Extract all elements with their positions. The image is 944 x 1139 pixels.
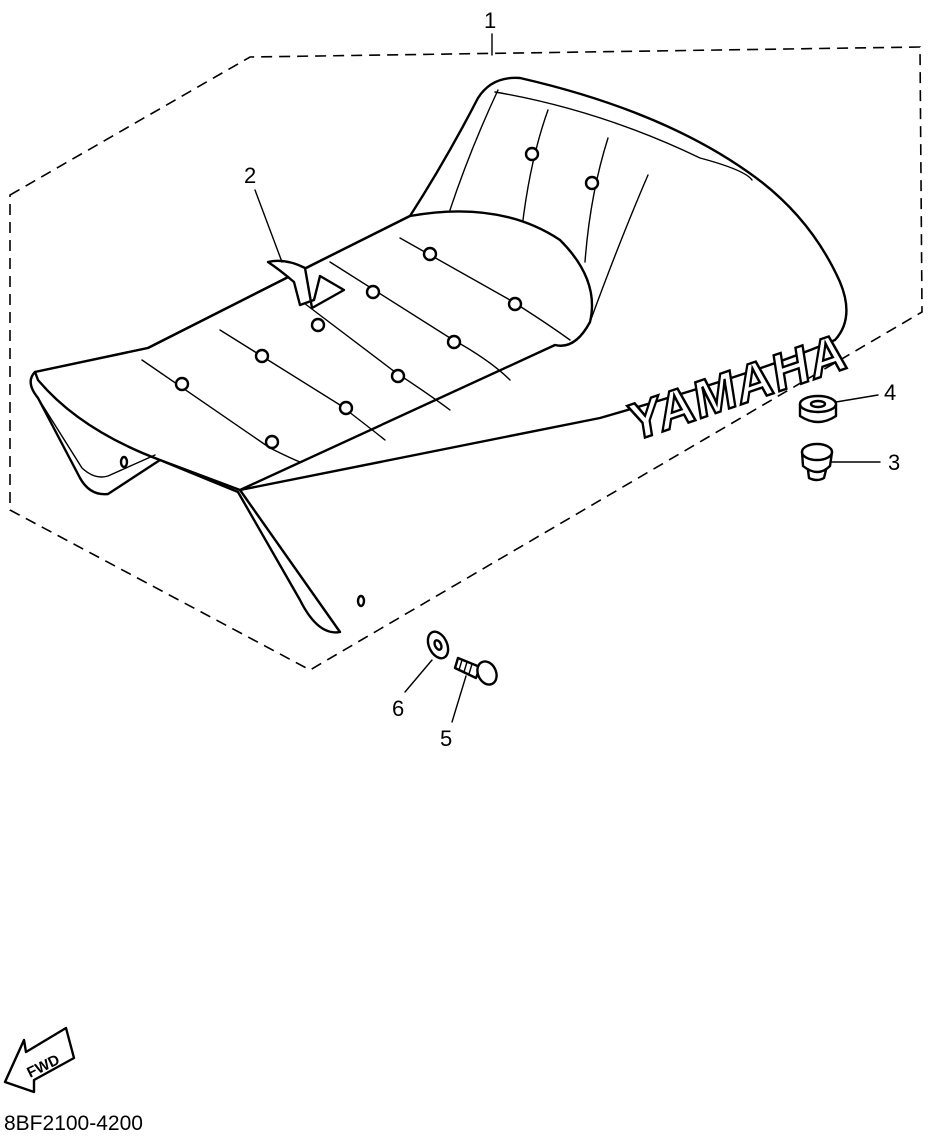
rear-left-edge bbox=[449, 89, 499, 211]
seat-strap bbox=[266, 259, 346, 310]
tuft-button bbox=[365, 284, 381, 300]
rear-pleat-1 bbox=[521, 109, 549, 229]
callout-number-4: 4 bbox=[884, 380, 896, 405]
tuft-button bbox=[264, 434, 280, 450]
leader-line-2 bbox=[254, 189, 283, 263]
mount-hole-front bbox=[119, 455, 129, 469]
seat: YAMAHA bbox=[29, 76, 852, 634]
tuft-button bbox=[422, 246, 438, 262]
tuft-button bbox=[524, 146, 540, 162]
callout-number-3: 3 bbox=[888, 450, 900, 475]
callout-number-5: 5 bbox=[440, 726, 452, 751]
part-6-washer bbox=[426, 630, 450, 660]
callout-number-2: 2 bbox=[244, 163, 256, 188]
tuft-button bbox=[390, 368, 406, 384]
button-tufts bbox=[174, 146, 600, 450]
assembly-boundary bbox=[9, 46, 923, 671]
leader-line-5 bbox=[451, 675, 467, 723]
part-5-bolt bbox=[453, 656, 498, 686]
front-nose bbox=[37, 397, 156, 478]
rear-pleat-2 bbox=[584, 137, 609, 263]
tuft-button bbox=[584, 175, 600, 191]
part-3-nut bbox=[800, 442, 834, 482]
leader-line-6 bbox=[404, 659, 433, 693]
callout-number-6: 6 bbox=[392, 696, 404, 721]
tuft-button bbox=[174, 376, 190, 392]
mount-hole-rear bbox=[356, 594, 366, 608]
rear-seam bbox=[494, 91, 753, 181]
side-skirt-edge bbox=[239, 339, 836, 491]
part-4-collar bbox=[798, 394, 838, 424]
tuft-button bbox=[310, 317, 326, 333]
diagram-part-code: 8BF2100-4200 bbox=[4, 1112, 143, 1135]
tuft-button bbox=[254, 348, 270, 364]
tuft-button bbox=[446, 334, 462, 350]
forward-arrow-icon: FWD bbox=[3, 1026, 76, 1094]
leader-line-4 bbox=[835, 394, 879, 403]
callout-number-1: 1 bbox=[484, 8, 496, 33]
tuft-button bbox=[338, 400, 354, 416]
tuft-button bbox=[507, 296, 523, 312]
cushion-top bbox=[33, 210, 594, 492]
